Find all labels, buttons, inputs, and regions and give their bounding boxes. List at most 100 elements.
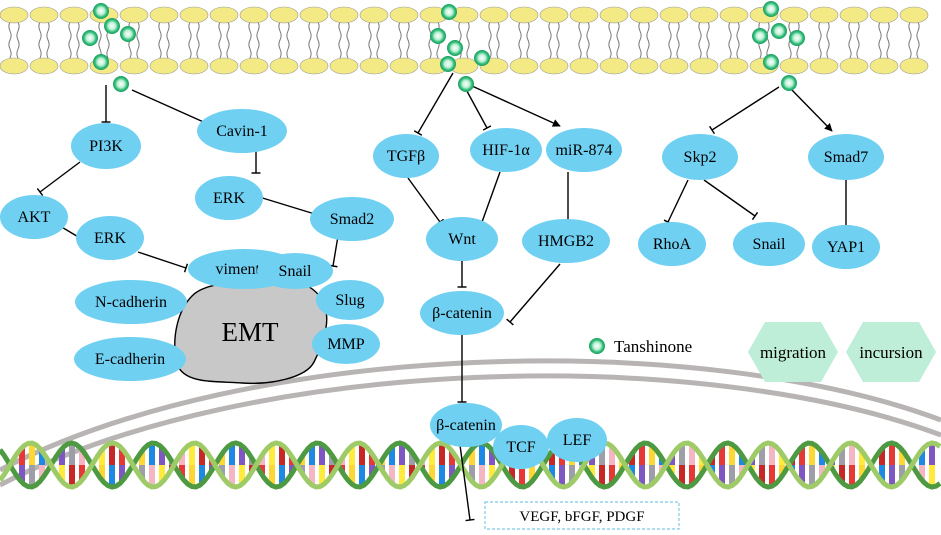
- inhibition-edge: [328, 235, 339, 268]
- dna-base: [119, 465, 125, 482]
- dna-base: [899, 465, 905, 481]
- dna-base: [159, 447, 165, 465]
- dna-base: [269, 444, 275, 465]
- dna-base: [189, 443, 195, 465]
- hmgb2-node-label: HMGB2: [538, 233, 594, 250]
- dna-strand: [0, 440, 941, 490]
- phospholipid: [359, 6, 389, 75]
- erk-node-left: ERK: [76, 216, 144, 260]
- smad7-node-label: Smad7: [824, 149, 868, 166]
- dna-base: [239, 465, 245, 485]
- tanshinone-molecule: [120, 26, 136, 42]
- phospholipid: [659, 6, 689, 75]
- dna-base: [389, 446, 395, 465]
- dna-base: [99, 465, 105, 481]
- phospholipid: [809, 6, 839, 75]
- phospholipid: [269, 6, 299, 75]
- dna-base: [399, 443, 405, 465]
- dna-base: [399, 465, 405, 487]
- dna-base: [479, 443, 485, 465]
- pi3k-node: PI3K: [71, 123, 141, 169]
- dna-base: [819, 452, 825, 465]
- dna-base: [739, 465, 745, 475]
- phospholipid: [899, 6, 929, 75]
- dna-base: [549, 451, 555, 465]
- tanshinone-molecule: [763, 54, 779, 70]
- slug-node-label: Slug: [335, 292, 364, 309]
- yap1-node-label: YAP1: [827, 239, 865, 256]
- e-cadherin-node: E-cadherin: [74, 337, 186, 381]
- dna-base: [679, 465, 685, 486]
- cavin1-node: Cavin-1: [197, 109, 287, 153]
- migration-label: migration: [760, 343, 827, 362]
- dna-base: [19, 465, 25, 483]
- dna-base: [889, 465, 895, 487]
- dna-base: [849, 443, 855, 465]
- phospholipid: [209, 6, 239, 75]
- dna-base: [59, 448, 65, 465]
- dna-base: [159, 465, 165, 483]
- phospholipid: [329, 6, 359, 75]
- dna-base: [349, 465, 355, 485]
- dna-base: [799, 465, 805, 484]
- wnt-node: Wnt: [426, 217, 498, 261]
- dna-base: [259, 455, 265, 465]
- tanshinone-molecule: [430, 28, 446, 44]
- dna-base: [779, 465, 785, 477]
- dna-base: [679, 444, 685, 465]
- tanshinone-molecules: [82, 1, 805, 92]
- outcome-migration: migration: [748, 322, 838, 382]
- dna-base: [729, 444, 735, 465]
- dna-base: [479, 465, 485, 487]
- dna-base: [849, 465, 855, 487]
- dna-base: [359, 443, 365, 465]
- dna-base: [809, 465, 815, 487]
- e-cadherin-node-label: E-cadherin: [95, 351, 165, 368]
- tanshinone-molecule: [789, 30, 805, 46]
- dna-base: [769, 443, 775, 465]
- skp2-node: Skp2: [662, 134, 738, 180]
- dna-base: [929, 465, 935, 487]
- pathway-edges: [36, 72, 851, 522]
- dna-base: [549, 465, 555, 479]
- dna-base: [859, 465, 865, 479]
- tcf-node: TCF: [493, 425, 549, 469]
- dna-base: [839, 465, 845, 483]
- inhibition-edge: [703, 179, 759, 221]
- phospholipid: [0, 6, 29, 75]
- dna-base: [759, 465, 765, 485]
- dna-base: [649, 445, 655, 465]
- dna-base: [729, 465, 735, 486]
- dna-base: [609, 465, 615, 484]
- mmp-node-label: MMP: [327, 336, 364, 353]
- dna-base: [649, 465, 655, 485]
- dna-base: [919, 449, 925, 465]
- mir874-node-label: miR-874: [556, 142, 613, 159]
- dna-base: [689, 465, 695, 486]
- mmp-node: MMP: [312, 324, 380, 364]
- phospholipid: [239, 6, 269, 75]
- dna-base: [139, 465, 145, 479]
- beta-catenin-nucleus-node: β-catenin: [430, 403, 502, 447]
- dna-base: [39, 465, 45, 479]
- dna-base: [519, 465, 525, 487]
- dna-base: [489, 449, 495, 465]
- dna-base: [769, 465, 775, 487]
- dna-base: [219, 465, 225, 477]
- snail-node-right: Snail: [733, 222, 805, 266]
- smad2-node: Smad2: [310, 197, 394, 241]
- erk-node-middle: ERK: [195, 176, 263, 220]
- phospholipid: [389, 6, 419, 75]
- dna-base: [279, 444, 285, 465]
- mir874-node: miR-874: [546, 128, 622, 172]
- phospholipid: [629, 6, 659, 75]
- dna-base: [79, 465, 85, 481]
- snail-node-left: Snail: [257, 253, 333, 289]
- dna-base: [429, 465, 435, 483]
- dna-base: [219, 453, 225, 465]
- phospholipid: [779, 6, 809, 75]
- dna-strand: [0, 440, 941, 490]
- erk-node-left-label: ERK: [94, 230, 126, 247]
